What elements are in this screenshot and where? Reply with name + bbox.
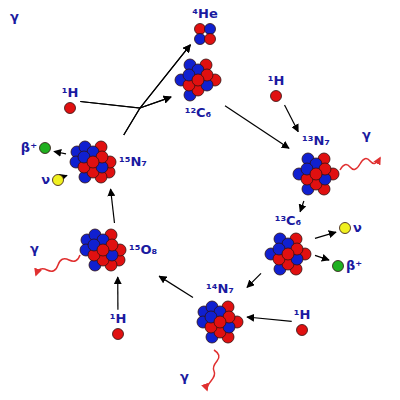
particle-cluster (291, 149, 341, 199)
nucleus: ¹⁴N₇ (195, 282, 245, 347)
nuclide-label: ¹H (62, 86, 79, 100)
particle-cluster (173, 55, 223, 105)
particle-cluster (295, 323, 309, 337)
nuclide-label: ¹³C₆ (275, 214, 302, 228)
particle-ball (340, 223, 351, 234)
reaction-arrow (159, 276, 193, 297)
nucleus: ⁴He (192, 7, 217, 46)
nuclide-label: ⁴He (192, 7, 217, 21)
particle-cluster (68, 137, 118, 187)
gamma-wave (207, 350, 219, 390)
reaction-arrow (117, 277, 118, 310)
particle-cluster (263, 229, 313, 279)
particle-cluster (193, 22, 217, 46)
nucleus: ¹³C₆ (263, 214, 313, 279)
reaction-arrow (225, 106, 289, 149)
gamma-wave (36, 255, 80, 275)
nuclide-label: ν (353, 221, 362, 235)
nuclide-label: ¹H (110, 312, 127, 326)
particle-ball (87, 156, 99, 168)
nuclide-label: ¹⁴N₇ (206, 282, 234, 296)
particle-ball (282, 248, 294, 260)
particle-ball (310, 168, 322, 180)
nuclide-label: ν (41, 173, 50, 187)
particle-ball (214, 316, 226, 328)
nuclide-label: β⁺ (346, 259, 362, 273)
particle-ball (195, 34, 206, 45)
nuclide-label: ¹²C₆ (185, 106, 212, 120)
nuclide-label: ¹³N₇ (302, 134, 330, 148)
particle: ¹H (110, 312, 127, 341)
particle-cluster (63, 101, 77, 115)
reaction-arrow (315, 232, 336, 238)
reaction-arrow (300, 201, 304, 212)
particle-cluster (38, 141, 52, 155)
reaction-arrow (285, 105, 299, 132)
particle: ν (338, 221, 362, 235)
nuclide-label: ¹⁵N₇ (119, 155, 147, 169)
particle-ball (297, 325, 308, 336)
nucleus: ¹⁵N₇ (68, 137, 147, 187)
particle-cluster (338, 221, 352, 235)
particle: ¹H (268, 74, 285, 103)
gamma-label: γ (180, 370, 189, 384)
nuclide-label: ¹⁵O₈ (129, 243, 157, 257)
particle-ball (53, 175, 64, 186)
gamma-label: γ (10, 10, 19, 24)
particle-ball (333, 261, 344, 272)
particle: β⁺ (21, 141, 52, 155)
reaction-arrow (247, 273, 261, 287)
particle: ¹H (294, 308, 311, 337)
nuclide-label: β⁺ (21, 141, 37, 155)
particle-ball (271, 91, 282, 102)
gamma-label: γ (362, 128, 371, 142)
reaction-arrow (315, 255, 329, 260)
particle-cluster (111, 327, 125, 341)
particle-ball (205, 34, 216, 45)
particle-cluster (195, 297, 245, 347)
nuclide-label: ¹H (294, 308, 311, 322)
reaction-arrow (247, 317, 292, 321)
particle: β⁺ (331, 259, 362, 273)
gamma-wave (340, 158, 380, 170)
particle-cluster (78, 225, 128, 275)
nuclide-label: ¹H (268, 74, 285, 88)
particle-ball (192, 74, 204, 86)
particle-ball (97, 244, 109, 256)
reaction-arrow (80, 45, 190, 108)
reaction-arrow (54, 151, 66, 153)
reaction-arrow (111, 189, 115, 223)
nucleus: ¹³N₇ (291, 134, 341, 199)
particle-cluster (269, 89, 283, 103)
particle-ball (65, 103, 76, 114)
particle-cluster (51, 173, 65, 187)
particle-ball (40, 143, 51, 154)
particle: ¹H (62, 86, 79, 115)
gamma-label: γ (30, 242, 39, 256)
nucleus: ¹²C₆ (173, 55, 223, 120)
particle-cluster (331, 259, 345, 273)
particle-ball (195, 24, 206, 35)
particle-ball (205, 24, 216, 35)
particle-ball (113, 329, 124, 340)
particle: ν (41, 173, 65, 187)
reaction-arrow (124, 45, 191, 135)
reaction-arrow (66, 175, 67, 177)
reaction-arrow (124, 97, 171, 135)
nucleus: ¹⁵O₈ (78, 225, 157, 275)
